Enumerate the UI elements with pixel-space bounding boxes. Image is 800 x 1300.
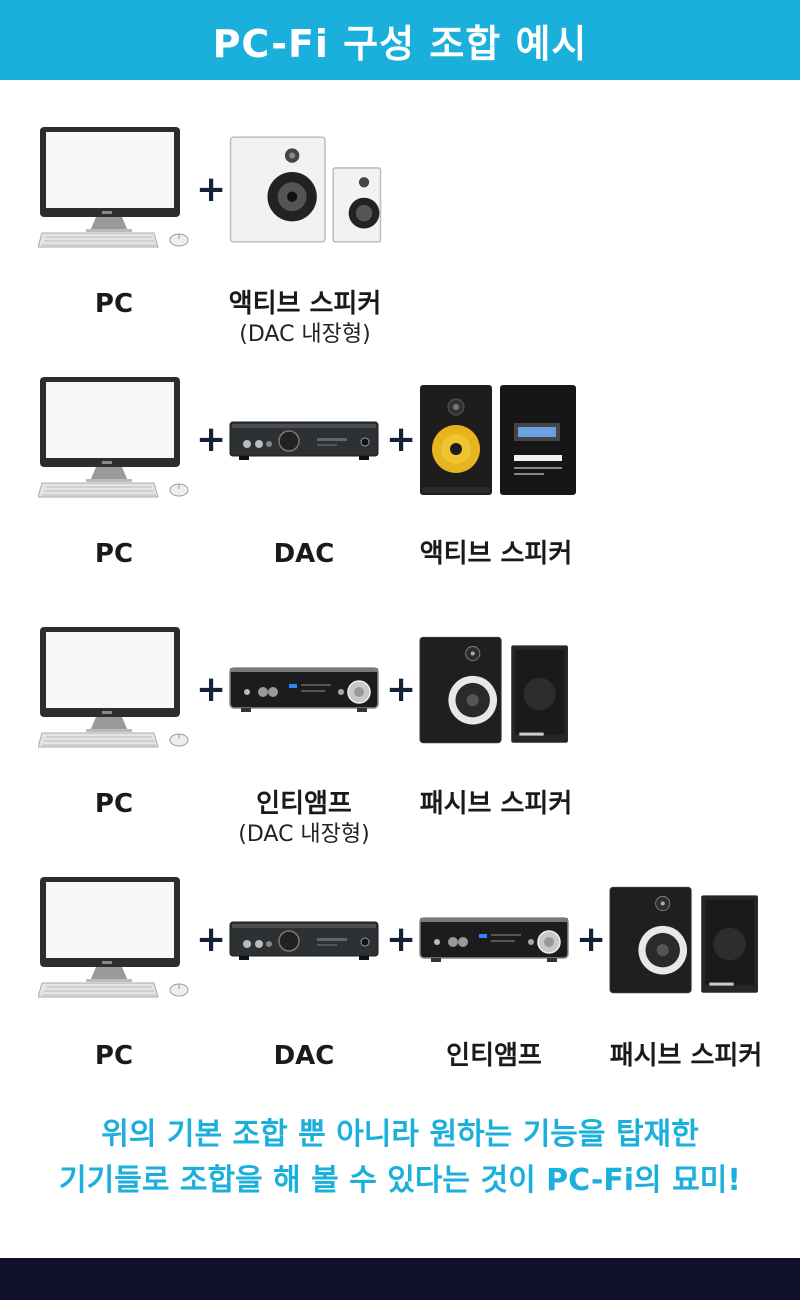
plus-icon: + <box>386 419 417 460</box>
desktop-computer-icon <box>38 125 198 250</box>
summary-line-2: 기기들로 조합을 해 볼 수 있다는 것이 PC-Fi의 묘미! <box>59 1163 741 1198</box>
plus-icon: + <box>196 169 227 210</box>
label-integrated-amp: 인티앰프 <box>404 1040 584 1072</box>
dac-unit-icon <box>228 914 380 964</box>
plus-icon: + <box>196 419 227 460</box>
plus-icon: + <box>196 919 227 960</box>
label-main: PC <box>94 1041 134 1071</box>
label-integrated-amp: 인티앰프 (DAC 내장형) <box>204 788 404 850</box>
plus-icon: + <box>196 669 227 710</box>
label-pc: PC <box>54 788 174 820</box>
label-pc: PC <box>54 1040 174 1072</box>
dac-unit-icon <box>228 414 380 464</box>
label-main: 액티브 스피커 <box>419 539 573 569</box>
integrated-amplifier-icon <box>228 658 380 718</box>
label-main: 패시브 스피커 <box>419 789 573 819</box>
label-main: DAC <box>273 539 335 569</box>
page-title: PC-Fi 구성 조합 예시 <box>0 0 800 80</box>
desktop-computer-icon <box>38 625 198 750</box>
plus-icon: + <box>386 669 417 710</box>
label-pc: PC <box>54 538 174 570</box>
summary-text: 위의 기본 조합 뿐 아니라 원하는 기능을 탑재한 기기들로 조합을 해 볼 … <box>0 1112 800 1204</box>
label-passive-speaker: 패시브 스피커 <box>586 1040 786 1072</box>
passive-bookshelf-speakers-icon <box>418 633 570 745</box>
summary-line-1: 위의 기본 조합 뿐 아니라 원하는 기능을 탑재한 <box>101 1117 699 1152</box>
integrated-amplifier-icon <box>418 908 570 968</box>
bottom-bar <box>0 1258 800 1300</box>
label-active-speaker: 액티브 스피커 <box>396 538 596 570</box>
desktop-computer-icon <box>38 875 198 1000</box>
label-main: 액티브 스피커 <box>228 289 382 319</box>
label-dac: DAC <box>244 1040 364 1072</box>
plus-icon: + <box>386 919 417 960</box>
white-bookshelf-speakers-icon <box>228 133 383 246</box>
label-main: DAC <box>273 1041 335 1071</box>
label-main: 인티앰프 <box>446 1041 542 1071</box>
passive-bookshelf-speakers-icon <box>608 883 760 995</box>
label-main: 패시브 스피커 <box>609 1041 763 1071</box>
label-main: PC <box>94 289 134 319</box>
label-active-speaker: 액티브 스피커 (DAC 내장형) <box>195 288 415 350</box>
desktop-computer-icon <box>38 375 198 500</box>
label-main: PC <box>94 539 134 569</box>
label-sub: (DAC 내장형) <box>238 822 370 847</box>
label-pc: PC <box>54 288 174 320</box>
label-main: PC <box>94 789 134 819</box>
label-dac: DAC <box>244 538 364 570</box>
plus-icon: + <box>576 919 607 960</box>
label-sub: (DAC 내장형) <box>239 322 371 347</box>
studio-monitor-icon <box>418 383 578 498</box>
label-passive-speaker: 패시브 스피커 <box>396 788 596 820</box>
label-main: 인티앰프 <box>256 789 352 819</box>
